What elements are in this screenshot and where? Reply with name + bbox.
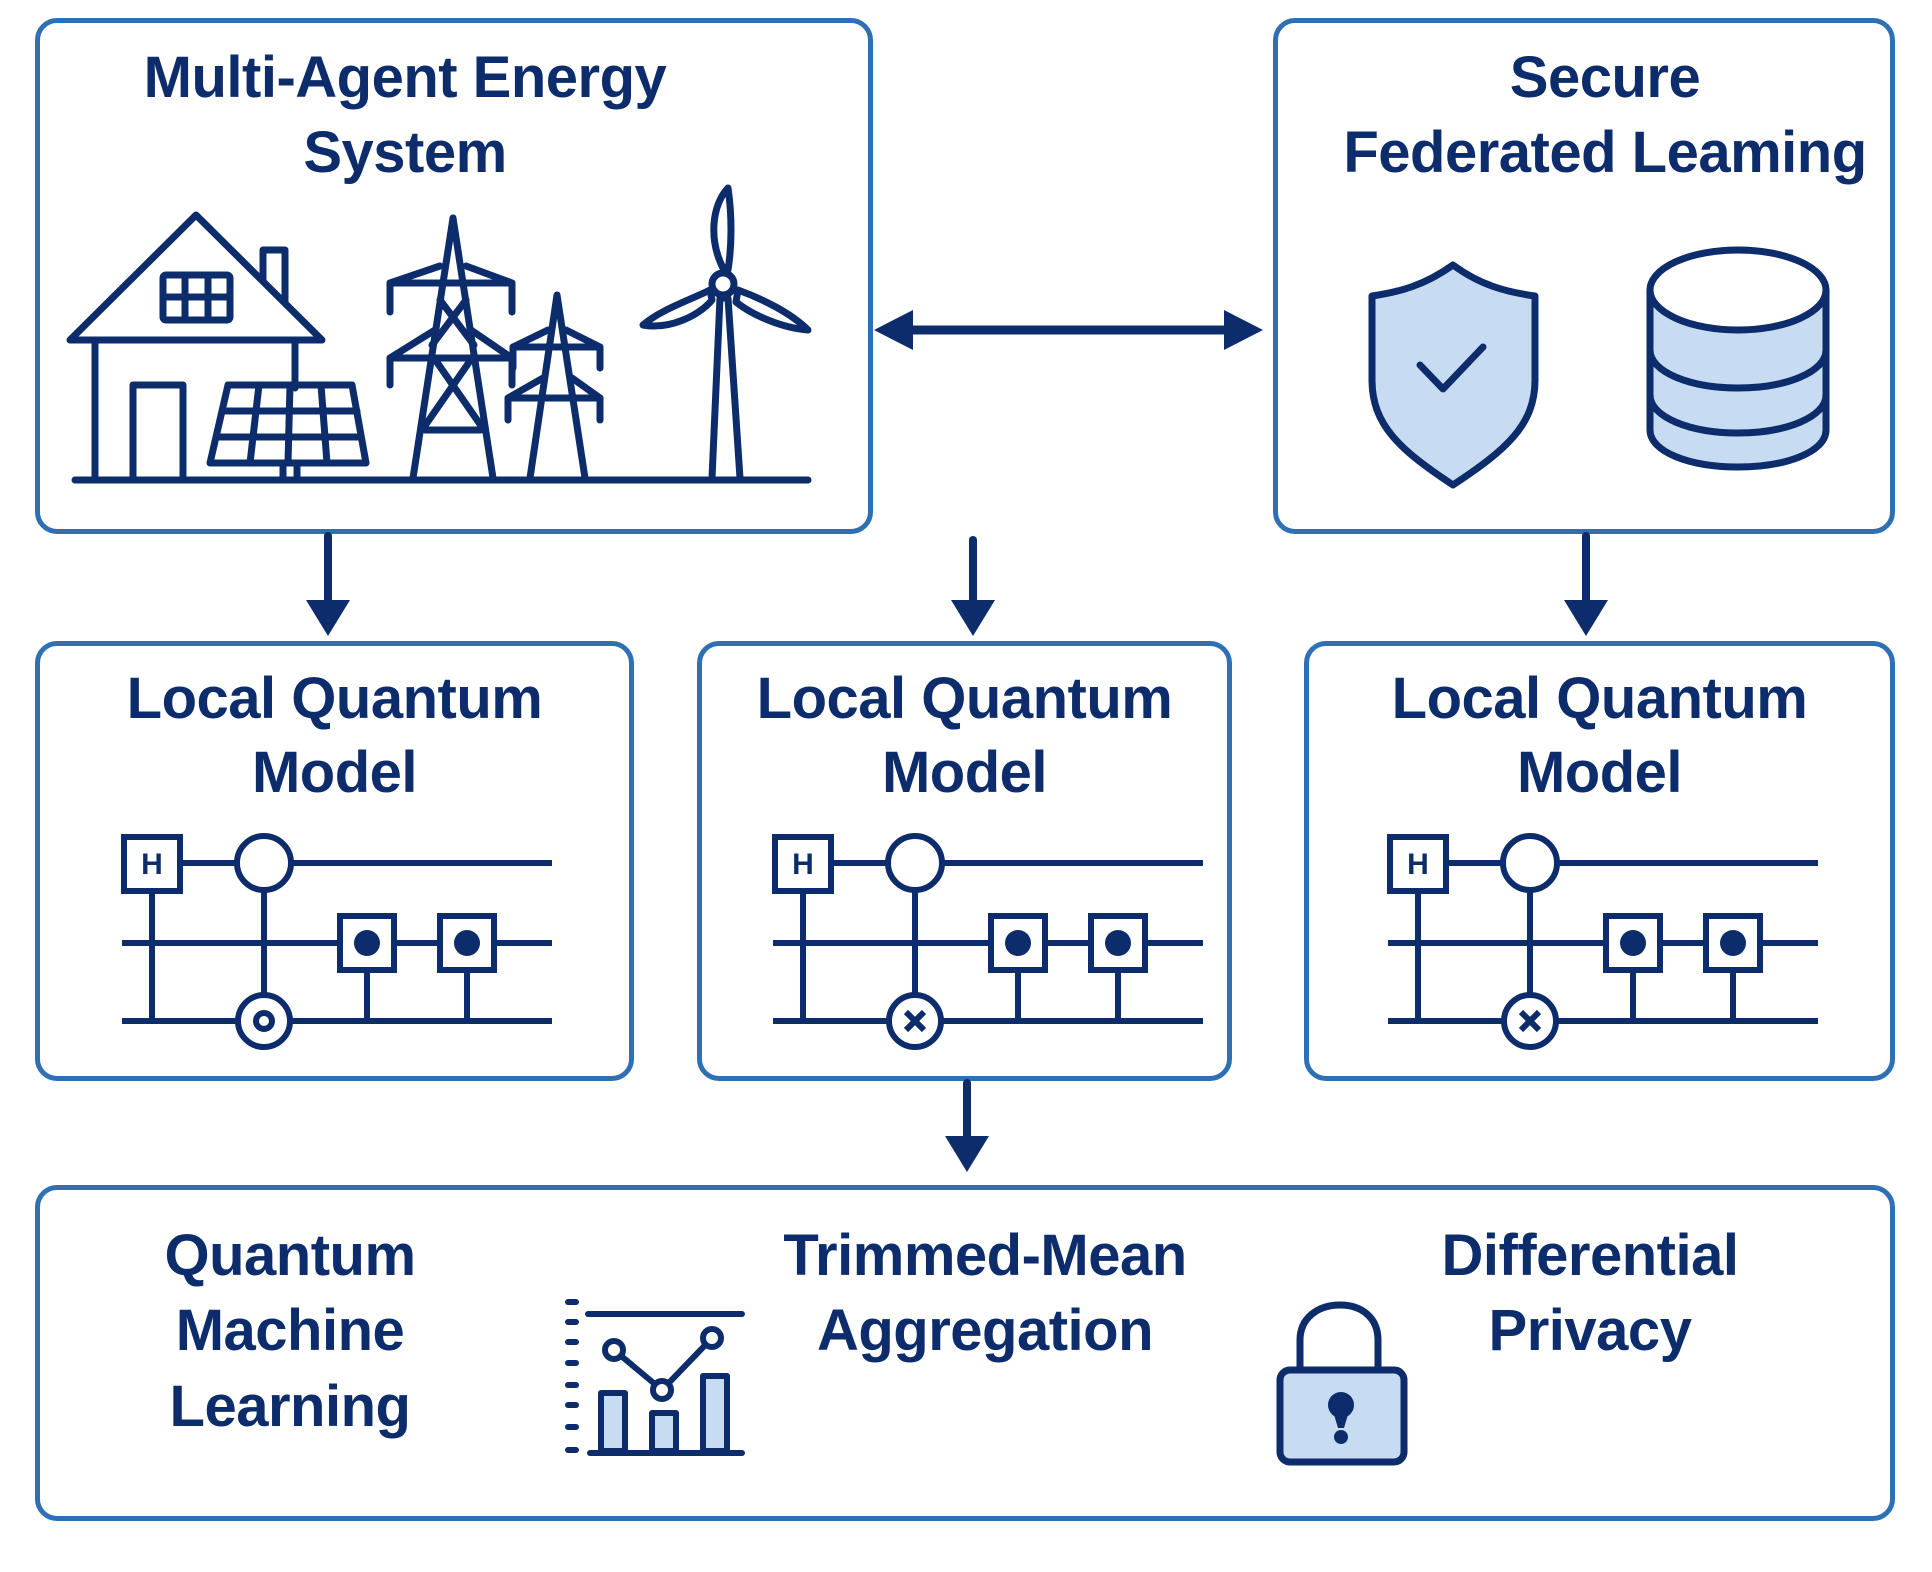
title-line: Machine <box>175 1298 405 1364</box>
hadamard-gate <box>121 834 183 894</box>
title-line: Local Quantum <box>1391 666 1808 731</box>
hadamard-label: H <box>792 848 814 881</box>
local-model-title-3: Local Quantum Model <box>1304 662 1895 810</box>
controlled-dot <box>1720 930 1746 956</box>
shield-check-icon <box>1368 261 1539 489</box>
quantum-circuit-3: H <box>1387 833 1818 1050</box>
title-line: Federated Leaming <box>1343 120 1867 186</box>
bar-line-chart-icon <box>565 1299 745 1456</box>
aggregation-title: Trimmed-Mean Aggregation <box>740 1218 1230 1369</box>
solar-panel-icon <box>206 381 370 482</box>
title-line: System <box>303 120 507 186</box>
title-line: Model <box>1516 740 1683 806</box>
controlled-dot <box>1105 930 1131 956</box>
target-gate <box>235 992 293 1050</box>
house-icon <box>66 211 326 482</box>
quantum-circuit-1: H <box>121 833 552 1050</box>
power-tower-small-icon <box>504 291 604 482</box>
hadamard-label: H <box>1407 848 1429 881</box>
secure-fl-title: Secure Federated Leaming <box>1300 40 1910 191</box>
qml-title: Quantum Machine Learning <box>100 1218 480 1444</box>
title-line: Quantum <box>164 1223 416 1288</box>
title-line: Privacy <box>1488 1298 1692 1364</box>
bidirectional-arrow <box>874 310 1263 350</box>
title-line: Trimmed-Mean <box>783 1223 1187 1288</box>
title-line: Model <box>251 740 418 806</box>
control-circle <box>234 833 294 893</box>
arrow-down-left <box>306 532 350 636</box>
controlled-dot <box>354 930 380 956</box>
control-circle <box>885 833 945 893</box>
title-line: Aggregation <box>816 1298 1154 1364</box>
database-icon <box>1646 246 1830 471</box>
target-alt-mark <box>253 1010 275 1032</box>
target-x-mark <box>903 1009 927 1033</box>
power-tower-icon <box>386 214 516 482</box>
title-line: Local Quantum <box>126 666 543 731</box>
quantum-circuit-2: H <box>772 833 1203 1050</box>
energy-system-title: Multi-Agent Energy System <box>60 40 750 191</box>
controlled-gate <box>437 913 497 973</box>
local-model-title-1: Local Quantum Model <box>35 662 634 810</box>
padlock-icon <box>1276 1301 1408 1466</box>
arrow-down-to-bottom <box>945 1079 989 1172</box>
control-circle <box>1500 833 1560 893</box>
axis-ticks <box>565 1299 579 1453</box>
title-line: Learning <box>169 1373 411 1439</box>
arrow-down-right <box>1564 532 1608 636</box>
title-line: Multi-Agent Energy <box>143 45 667 110</box>
title-line: Differential <box>1441 1223 1739 1288</box>
bottom-summary-box <box>35 1185 1895 1521</box>
wind-turbine-icon <box>639 184 812 482</box>
controlled-dot <box>454 930 480 956</box>
controlled-dot <box>1620 930 1646 956</box>
title-line: Local Quantum <box>756 666 1173 731</box>
hadamard-label: H <box>141 848 163 881</box>
hadamard-gate <box>1387 834 1449 894</box>
hadamard-gate <box>772 834 834 894</box>
title-line: Secure <box>1509 45 1701 110</box>
target-x-mark <box>1518 1009 1542 1033</box>
arrow-down-middle <box>951 536 995 636</box>
controlled-dot <box>1005 930 1031 956</box>
local-model-title-2: Local Quantum Model <box>697 662 1232 810</box>
privacy-title: Differential Privacy <box>1400 1218 1780 1369</box>
title-line: Model <box>881 740 1048 806</box>
controlled-gate <box>988 913 1048 973</box>
